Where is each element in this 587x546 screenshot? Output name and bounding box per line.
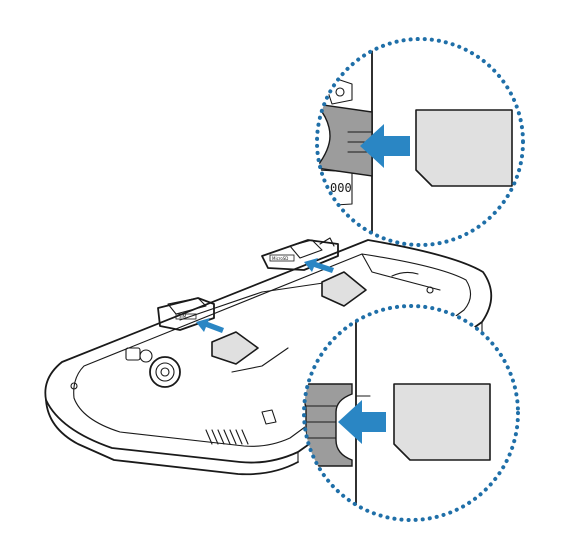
insert-arrow-icon <box>360 124 410 168</box>
sim-slot-upper: MicroSD <box>261 237 339 271</box>
headphone-jack-icon <box>70 382 78 390</box>
sim-card-small-upper <box>321 271 367 307</box>
slot-label: MicroSD <box>272 256 288 261</box>
insert-arrow-icon <box>338 400 386 444</box>
sim-card-small-lower <box>211 331 259 365</box>
insert-arrow-icon <box>196 318 224 333</box>
sim-tray-zoomed <box>317 103 373 177</box>
slot-label: SIM <box>179 314 187 319</box>
insert-arrow-icon <box>304 258 334 273</box>
camera-module <box>125 347 181 388</box>
speaker-grille <box>205 409 277 445</box>
zoom-circle-lower <box>302 304 520 522</box>
sim-card-zoomed <box>393 383 491 461</box>
sim-tray-zoomed <box>304 383 353 467</box>
sim-card-zoomed <box>415 109 513 187</box>
zoom-label-text: 000 <box>330 181 352 195</box>
zoom-circle-upper: 000 <box>315 37 525 247</box>
sim-slot-lower: SIM <box>157 297 215 331</box>
phone-back: MicroSD SIM <box>44 237 493 476</box>
